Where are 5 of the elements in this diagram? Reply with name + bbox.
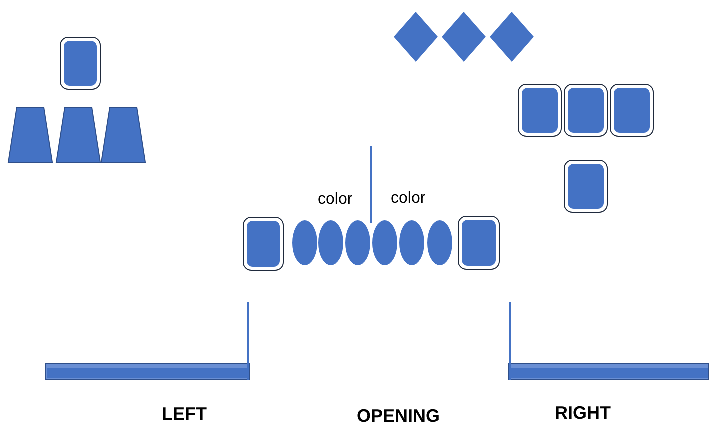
annotation-label: color bbox=[391, 190, 426, 208]
section-label: OPENING bbox=[357, 406, 440, 425]
annotation-label: color bbox=[318, 191, 353, 209]
section-label: LEFT bbox=[162, 404, 207, 425]
section-label: RIGHT bbox=[555, 403, 611, 424]
